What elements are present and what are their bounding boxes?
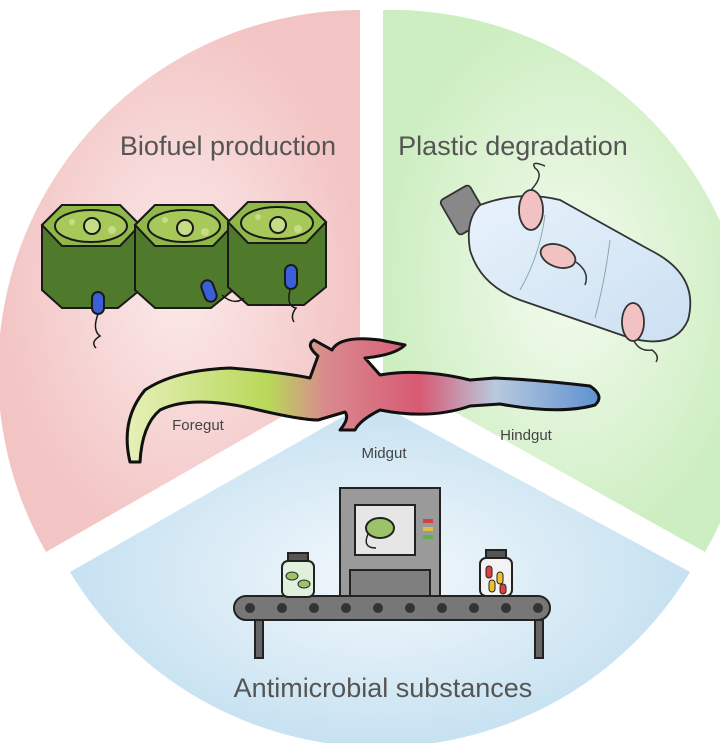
jar-pills bbox=[479, 549, 513, 597]
bacteria-pink bbox=[518, 162, 659, 363]
plastic-title: Plastic degradation bbox=[398, 131, 628, 161]
biofuel-title: Biofuel production bbox=[120, 131, 336, 161]
factory-illustration bbox=[233, 487, 551, 659]
hindgut-label: Hindgut bbox=[500, 427, 553, 444]
bacteria-blue bbox=[91, 264, 298, 349]
plant-cell bbox=[133, 204, 235, 309]
foregut-label: Foregut bbox=[172, 417, 225, 434]
antimicrobial-title: Antimicrobial substances bbox=[234, 673, 533, 703]
plant-cell bbox=[40, 204, 142, 309]
insect-gut: Foregut Midgut Hindgut bbox=[125, 337, 601, 464]
plant-cell bbox=[226, 201, 328, 306]
gut-body bbox=[125, 337, 601, 464]
conveyor-belt bbox=[233, 595, 551, 621]
plant-cells-illustration bbox=[40, 201, 328, 349]
midgut-label: Midgut bbox=[361, 445, 407, 462]
plastic-bottle-illustration bbox=[439, 162, 692, 363]
jar-green bbox=[281, 552, 315, 598]
